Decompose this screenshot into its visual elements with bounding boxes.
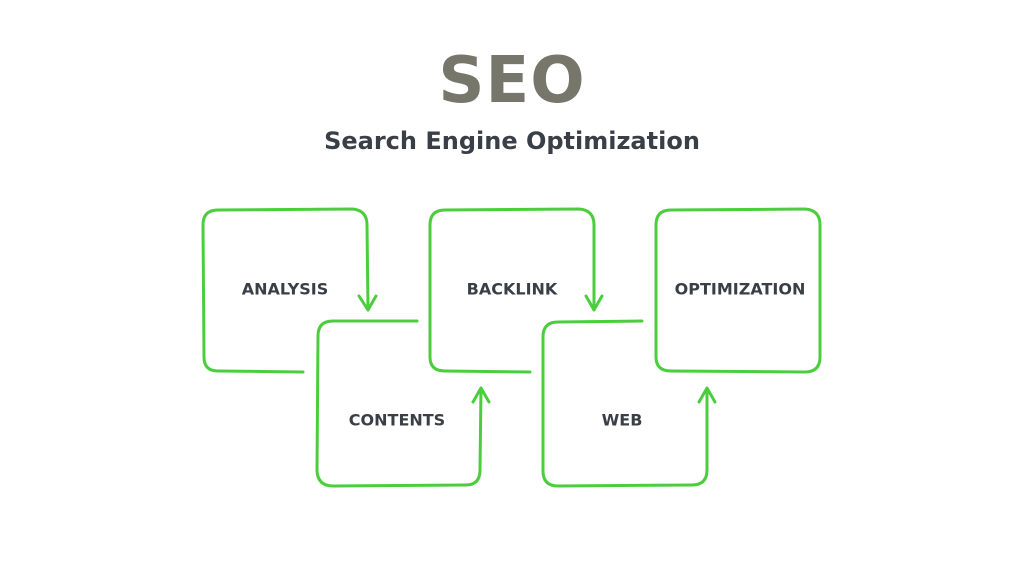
step-label-optimization: OPTIMIZATION bbox=[674, 279, 806, 299]
step-label-analysis: ANALYSIS bbox=[241, 279, 329, 299]
arrow-contents-to-backlink bbox=[471, 386, 491, 404]
arrow-analysis-to-contents bbox=[357, 294, 378, 312]
optimization-box bbox=[654, 207, 822, 374]
arrow-backlink-to-web bbox=[584, 294, 604, 312]
diagram-title: SEO bbox=[438, 44, 586, 118]
arrow-web-to-optimization bbox=[697, 386, 717, 404]
contents-box bbox=[315, 319, 483, 488]
web-box bbox=[541, 319, 709, 488]
step-label-web: WEB bbox=[601, 410, 643, 430]
step-label-backlink: BACKLINK bbox=[466, 279, 558, 299]
diagram-subtitle: Search Engine Optimization bbox=[324, 127, 700, 155]
analysis-box bbox=[201, 207, 370, 374]
backlink-box bbox=[428, 207, 596, 374]
step-label-contents: CONTENTS bbox=[348, 410, 446, 430]
